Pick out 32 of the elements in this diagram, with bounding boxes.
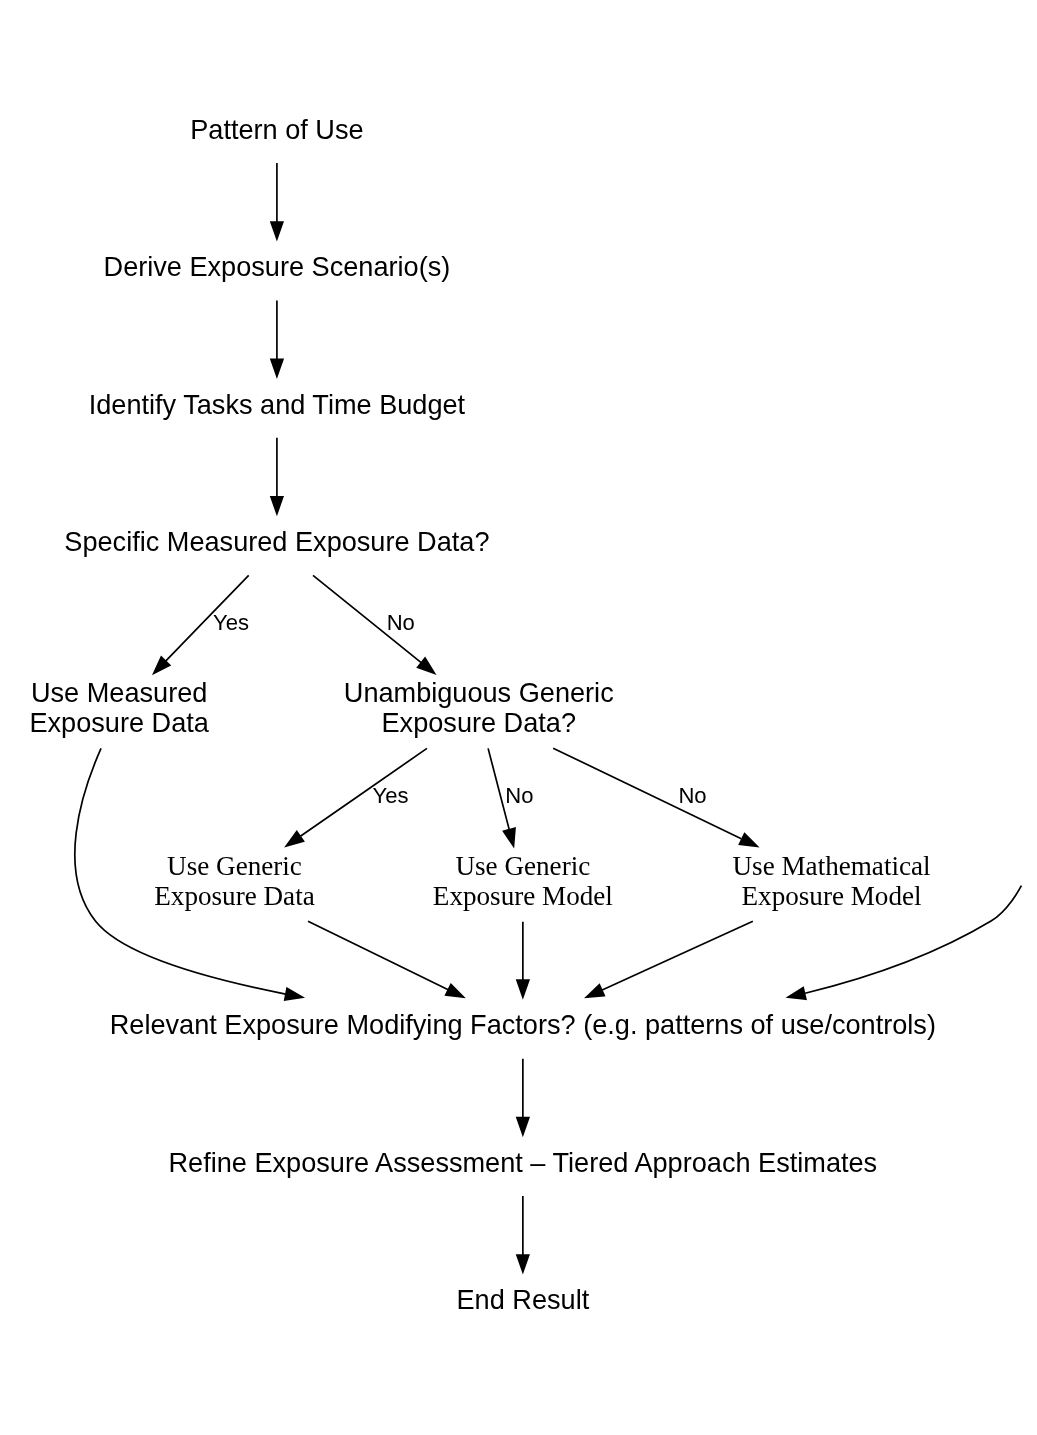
node-text: Use Mathematical Exposure Model	[732, 850, 931, 912]
arrow	[515, 1057, 530, 1138]
arrow	[269, 437, 285, 517]
node-text: Use Generic Exposure Model	[432, 850, 613, 912]
arrow	[515, 920, 530, 1000]
node-text: Specific Measured Exposure Data?	[64, 525, 490, 557]
arrow	[584, 920, 754, 999]
edge-label: No	[505, 782, 534, 808]
arrow	[515, 1195, 530, 1275]
arrow	[269, 299, 285, 379]
arrow	[487, 747, 516, 849]
arrow	[307, 920, 466, 999]
arrow	[269, 162, 285, 242]
arrow	[785, 884, 1023, 1001]
arrow	[312, 574, 437, 675]
arrow	[284, 747, 428, 848]
node-text: Refine Exposure Assessment – Tiered Approach Estimates	[168, 1146, 878, 1178]
node-text: End Result	[456, 1284, 590, 1316]
arrow	[74, 747, 306, 1001]
arrow	[552, 747, 760, 848]
arrow	[151, 574, 250, 676]
node-text: Identify Tasks and Time Budget	[88, 388, 466, 420]
node-text: Relevant Exposure Modifying Factors? (e.g. patterns of use/controls)	[109, 1009, 936, 1041]
edge-label: No	[678, 782, 707, 808]
edge-label: No	[386, 609, 415, 635]
edge-label: Yes	[372, 782, 409, 808]
edge-label: Yes	[213, 609, 250, 635]
node-text: Unambiguous Generic Exposure Data?	[343, 676, 614, 739]
node-text: Use Measured Exposure Data	[29, 676, 209, 739]
node-text: Derive Exposure Scenario(s)	[103, 251, 451, 283]
node-text: Use Generic Exposure Data	[154, 850, 315, 912]
node-text: Pattern of Use	[190, 113, 364, 145]
